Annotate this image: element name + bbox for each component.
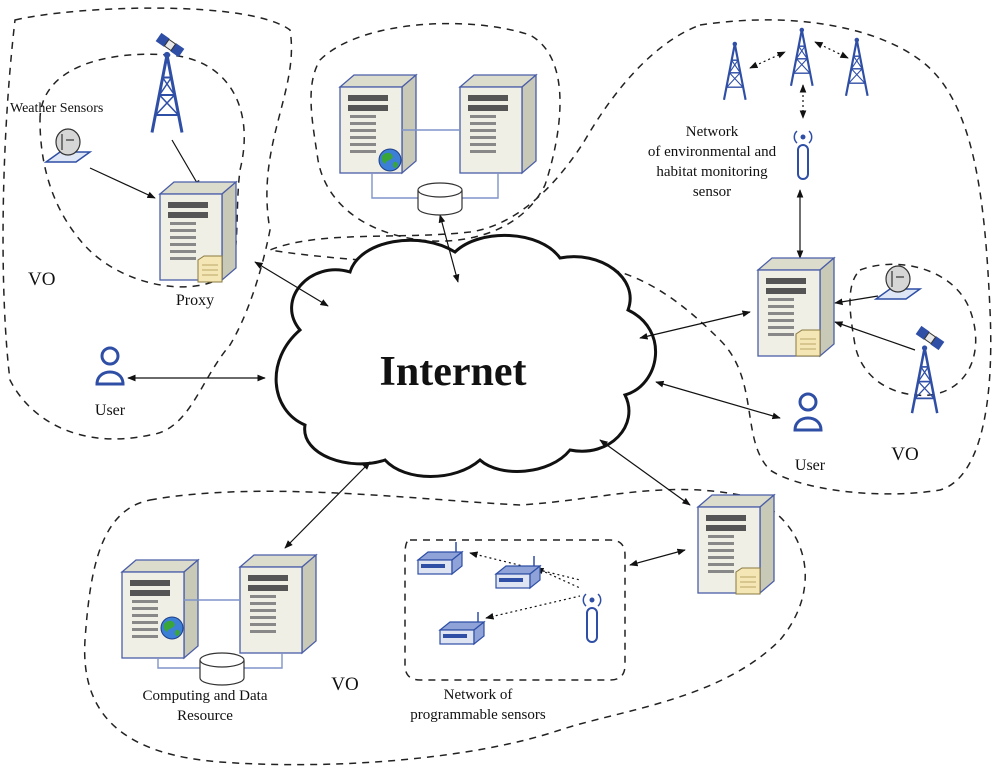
central-server-left-icon xyxy=(339,74,417,174)
env-tower-right-icon xyxy=(844,36,869,97)
prog-link-3 xyxy=(485,595,581,620)
right-dish-to-server-arrow xyxy=(834,295,879,306)
computing-globe-icon xyxy=(160,616,184,640)
central-servers-boundary xyxy=(310,22,561,242)
user-right-icon xyxy=(793,392,823,432)
right-server-internet-link xyxy=(639,310,751,340)
central-server-wire-left xyxy=(371,173,418,199)
bottom-right-document-icon xyxy=(735,567,761,595)
vo-top-left-boundary xyxy=(2,7,293,440)
right-satellite-icon xyxy=(915,325,945,351)
internet-label: Internet xyxy=(380,349,527,395)
computing-label-line1: Computing and Data xyxy=(143,688,268,704)
env-network-label-line2: of environmental and xyxy=(648,144,777,160)
env-tower-center-icon xyxy=(789,26,814,87)
prog-sensor-1-icon xyxy=(417,541,463,575)
env-network-label-line3: habitat monitoring xyxy=(656,164,768,180)
weather-subgroup-boundary xyxy=(39,53,245,288)
central-database-icon xyxy=(417,182,463,216)
vo-right-boundary xyxy=(267,19,992,495)
proxy-label: Proxy xyxy=(176,292,214,309)
satellite-icon xyxy=(155,32,185,58)
prog-sensor-3-icon xyxy=(439,611,485,645)
prog-sensor-2-icon xyxy=(495,555,541,589)
user-left-label: User xyxy=(95,402,126,419)
vo-top-left-label: VO xyxy=(28,269,55,290)
vo-bottom-label: VO xyxy=(331,674,358,695)
env-tower-link-1 xyxy=(749,51,786,69)
bottom-server-internet-link xyxy=(599,439,691,506)
prog-access-point-icon xyxy=(582,593,602,643)
user-right-internet-link xyxy=(655,380,781,420)
computing-wire-left xyxy=(157,658,200,669)
computing-internet-link xyxy=(284,461,371,549)
radio-tower-icon xyxy=(150,50,184,134)
central-server-right-icon xyxy=(459,74,537,174)
computing-database-icon xyxy=(199,652,245,686)
central-globe-icon xyxy=(378,148,402,172)
proxy-document-icon xyxy=(197,255,223,283)
proxy-internet-link xyxy=(254,261,329,307)
computing-server-left-icon xyxy=(121,559,199,659)
tower-to-proxy-arrow xyxy=(171,139,201,189)
computing-server-right-icon xyxy=(239,554,317,654)
weather-sensor-icon xyxy=(45,128,91,163)
computing-wire-right xyxy=(244,653,283,669)
right-tower-to-server-arrow xyxy=(834,321,916,351)
prog-link-2 xyxy=(535,567,581,589)
env-tower-link-2 xyxy=(814,41,849,59)
weather-sensors-label: Weather Sensors xyxy=(10,101,103,116)
right-radio-tower-icon xyxy=(910,344,939,415)
right-weather-sensor-icon xyxy=(875,265,921,300)
user-left-icon xyxy=(95,346,125,386)
central-server-wire-right xyxy=(462,173,499,199)
env-tower-left-icon xyxy=(722,40,747,101)
user-right-label: User xyxy=(795,457,826,474)
env-network-label-line1: Network xyxy=(686,124,739,140)
vo-right-label: VO xyxy=(891,444,918,465)
vo-bottom-boundary xyxy=(83,488,806,766)
prog-sensors-server-link xyxy=(629,548,686,567)
prog-network-label-line2: programmable sensors xyxy=(410,707,546,723)
right-server-document-icon xyxy=(795,329,821,357)
prog-network-label-line1: Network of xyxy=(444,687,513,703)
weather-to-proxy-arrow xyxy=(89,167,156,199)
servers-internet-link xyxy=(438,214,460,283)
right-sensor-subgroup-boundary xyxy=(849,263,977,397)
computing-label-line2: Resource xyxy=(177,708,233,724)
env-access-point-icon xyxy=(793,130,813,180)
env-network-label-line4: sensor xyxy=(693,184,731,200)
